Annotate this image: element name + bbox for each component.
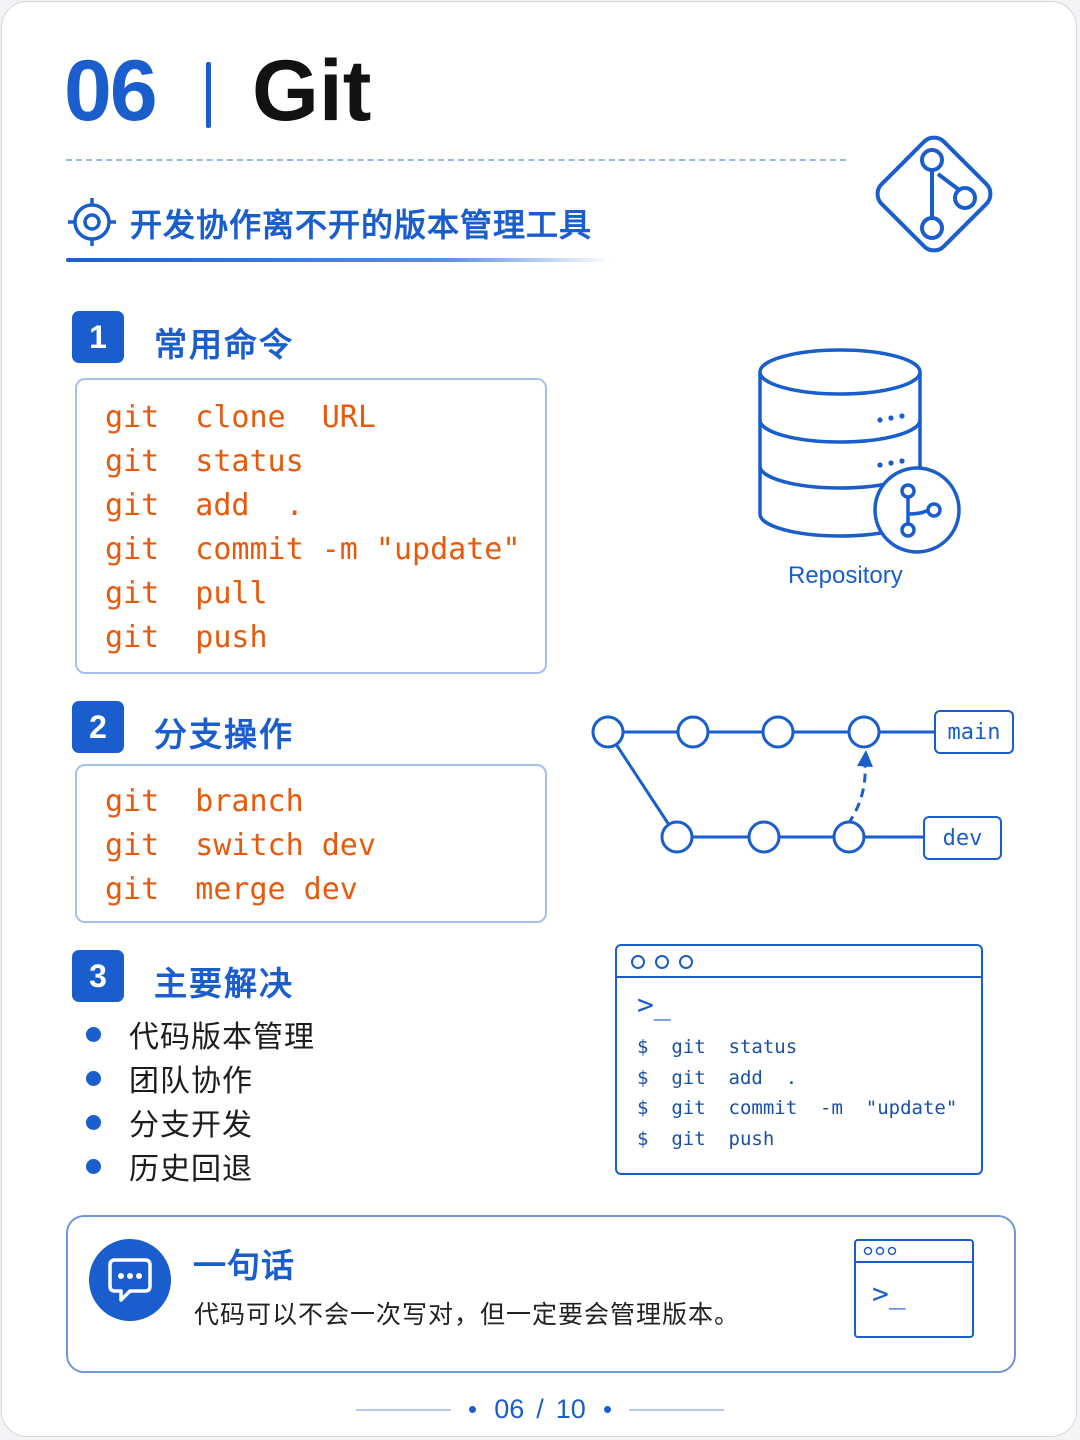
chat-icon <box>89 1239 171 1321</box>
summary-title: 一句话 <box>193 1246 295 1285</box>
git-branch-diamond-icon <box>875 135 993 253</box>
target-icon <box>68 198 116 246</box>
benefits-list: 代码版本管理 团队协作 分支开发 历史回退 <box>86 1012 315 1188</box>
page-title: Git <box>252 43 372 139</box>
title-divider <box>206 62 211 128</box>
subtitle: 开发协作离不开的版本管理工具 <box>130 206 593 244</box>
code-line: git clone URL <box>105 400 376 435</box>
main-branch-label: main <box>934 710 1014 754</box>
section-1-title: 常用命令 <box>154 325 294 364</box>
section-2-badge: 2 <box>72 701 124 753</box>
commit-node <box>660 820 694 854</box>
code-line: git switch dev <box>105 828 376 863</box>
page-total: 10 <box>555 1394 586 1424</box>
window-controls-icon <box>631 955 693 969</box>
dashed-divider <box>66 159 846 161</box>
section-1-badge: 1 <box>72 311 124 363</box>
list-item: 团队协作 <box>86 1056 315 1100</box>
code-line: git pull <box>105 576 268 611</box>
repository-label: Repository <box>788 562 903 589</box>
terminal-window: >_ $ git status $ git add . $ git commit… <box>615 944 983 1175</box>
terminal-icon: >_ <box>854 1239 974 1338</box>
code-line: git status <box>105 444 304 479</box>
code-line: git push <box>105 620 268 655</box>
section-3-badge: 3 <box>72 950 124 1002</box>
terminal-prompt: >_ <box>637 988 671 1021</box>
branch-diagram <box>591 715 934 854</box>
branch-commands-box: git branch git switch dev git merge dev <box>75 764 547 923</box>
commit-node <box>832 820 866 854</box>
code-line: git branch <box>105 784 304 819</box>
subtitle-underline <box>66 258 611 262</box>
page-current: 06 <box>494 1394 525 1424</box>
pagination: 06 / 10 <box>2 1394 1076 1425</box>
terminal-titlebar-line <box>617 976 981 978</box>
chapter-number: 06 <box>64 43 158 139</box>
commit-node <box>591 715 625 749</box>
list-item: 历史回退 <box>86 1144 315 1188</box>
summary-text: 代码可以不会一次写对，但一定要会管理版本。 <box>194 1300 741 1329</box>
section-3-title: 主要解决 <box>154 964 294 1003</box>
dev-branch-label: dev <box>923 816 1002 860</box>
common-commands-box: git clone URL git status git add . git c… <box>75 378 547 674</box>
page-separator: / <box>536 1394 544 1424</box>
code-line: git merge dev <box>105 872 358 907</box>
commit-node <box>747 820 781 854</box>
terminal-line: $ git add . <box>637 1066 798 1089</box>
terminal-line: $ git status <box>637 1036 798 1058</box>
terminal-line: $ git commit -m "update" <box>637 1097 958 1119</box>
commit-node <box>761 715 795 749</box>
commit-node <box>847 715 881 749</box>
list-item: 分支开发 <box>86 1100 315 1144</box>
database-icon <box>758 348 961 554</box>
section-2-title: 分支操作 <box>154 715 294 754</box>
code-line: git commit -m "update" <box>105 532 521 567</box>
code-line: git add . <box>105 488 304 523</box>
terminal-icon-prompt: >_ <box>872 1277 906 1310</box>
terminal-line: $ git push <box>637 1127 775 1150</box>
commit-node <box>676 715 710 749</box>
summary-card: 一句话 代码可以不会一次写对，但一定要会管理版本。 >_ <box>66 1215 1016 1373</box>
list-item: 代码版本管理 <box>86 1012 315 1056</box>
